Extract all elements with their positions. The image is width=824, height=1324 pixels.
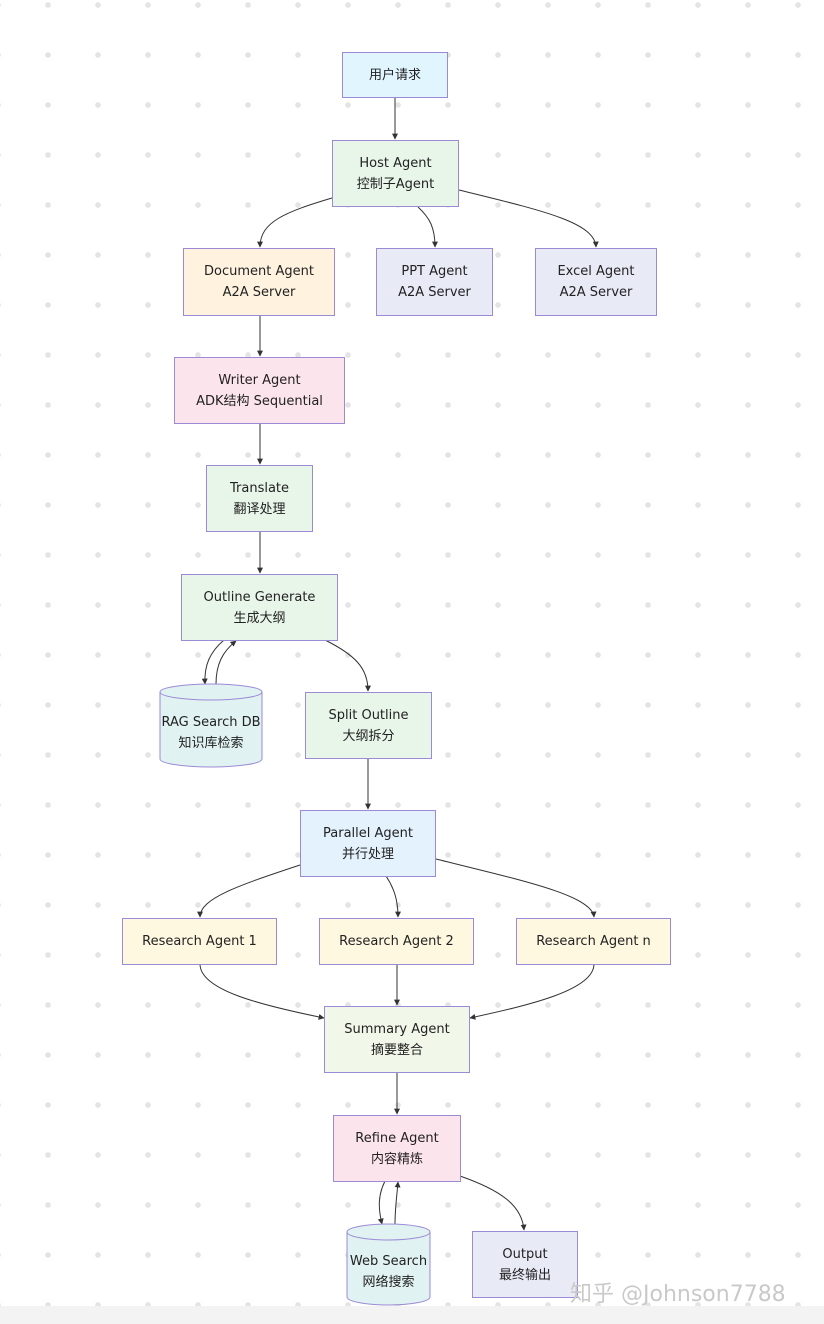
node-document-agent-line2: A2A Server bbox=[222, 285, 296, 300]
node-split-outline-line2: 大纲拆分 bbox=[342, 728, 395, 744]
node-refine-agent-line1: Refine Agent bbox=[355, 1130, 439, 1146]
node-web-search-line2: 网络搜索 bbox=[362, 1274, 415, 1290]
node-rag-search-db-label: RAG Search DB 知识库检索 bbox=[159, 705, 263, 760]
node-web-search-label: Web Search 网络搜索 bbox=[346, 1245, 431, 1298]
node-rag-search-db-line1: RAG Search DB bbox=[161, 714, 261, 730]
edge-host-to-ppt bbox=[417, 206, 438, 248]
bottom-strip bbox=[0, 1306, 824, 1324]
node-document-agent: Document Agent A2A Server bbox=[183, 248, 335, 316]
edge-host-to-document bbox=[257, 197, 333, 248]
node-summary-agent-line2: 摘要整合 bbox=[370, 1042, 423, 1058]
node-refine-agent: Refine Agent 内容精炼 bbox=[333, 1115, 461, 1182]
node-ppt-agent-line2: A2A Server bbox=[398, 285, 471, 300]
edge-parallel-to-researchn bbox=[435, 858, 597, 918]
node-translate-line2: 翻译处理 bbox=[233, 501, 286, 517]
node-research-agent-2: Research Agent 2 bbox=[319, 918, 474, 965]
node-research-agent-n: Research Agent n bbox=[516, 918, 671, 965]
node-document-agent-line1: Document Agent bbox=[204, 264, 314, 279]
node-excel-agent-line2: A2A Server bbox=[559, 285, 633, 300]
edge-host-to-excel bbox=[458, 189, 599, 248]
node-outline-generate: Outline Generate 生成大纲 bbox=[181, 574, 338, 641]
edge-outline-to-rag bbox=[201, 639, 225, 685]
node-excel-agent: Excel Agent A2A Server bbox=[535, 248, 657, 316]
edge-web-to-refine bbox=[394, 1181, 401, 1225]
node-parallel-agent: Parallel Agent 并行处理 bbox=[300, 810, 436, 877]
watermark-text: 知乎 @Johnson7788 bbox=[570, 1282, 786, 1307]
node-host-agent-line1: Host Agent bbox=[359, 155, 432, 171]
node-parallel-agent-line1: Parallel Agent bbox=[323, 825, 413, 841]
node-web-search-line1: Web Search bbox=[349, 1253, 428, 1269]
node-outline-generate-line1: Outline Generate bbox=[203, 589, 316, 605]
node-ppt-agent-line1: PPT Agent bbox=[401, 264, 468, 279]
node-user-request-line1: 用户请求 bbox=[368, 67, 421, 83]
node-rag-search-db: RAG Search DB 知识库检索 bbox=[159, 683, 263, 768]
node-writer-agent-line1: Writer Agent bbox=[218, 372, 301, 388]
edge-outline-to-split bbox=[324, 639, 371, 692]
node-translate: Translate 翻译处理 bbox=[206, 465, 313, 532]
node-translate-line1: Translate bbox=[229, 480, 290, 496]
edge-refine-to-output bbox=[459, 1175, 527, 1231]
node-research-agent-1-line1: Research Agent 1 bbox=[142, 934, 257, 949]
edge-parallel-to-research1 bbox=[197, 864, 301, 918]
database-cylinder-icon bbox=[159, 683, 263, 768]
node-outline-generate-line2: 生成大纲 bbox=[233, 610, 286, 626]
node-output: Output 最终输出 bbox=[472, 1231, 578, 1298]
node-refine-agent-line2: 内容精炼 bbox=[370, 1151, 423, 1167]
node-summary-agent-line1: Summary Agent bbox=[344, 1021, 450, 1037]
node-user-request: 用户请求 bbox=[342, 52, 448, 98]
node-ppt-agent: PPT Agent A2A Server bbox=[376, 248, 493, 316]
node-split-outline-line1: Split Outline bbox=[328, 707, 409, 723]
edge-research1-to-summary bbox=[199, 963, 325, 1020]
node-split-outline: Split Outline 大纲拆分 bbox=[305, 692, 432, 759]
node-writer-agent-line2: ADK结构 Sequential bbox=[196, 393, 323, 409]
node-parallel-agent-line2: 并行处理 bbox=[341, 846, 394, 862]
edge-refine-to-web bbox=[377, 1180, 386, 1225]
node-summary-agent: Summary Agent 摘要整合 bbox=[324, 1006, 470, 1073]
node-host-agent: Host Agent 控制子Agent bbox=[332, 140, 459, 207]
node-rag-search-db-line2: 知识库检索 bbox=[178, 735, 244, 751]
node-research-agent-n-line1: Research Agent n bbox=[536, 934, 651, 949]
node-excel-agent-line1: Excel Agent bbox=[557, 264, 635, 279]
edge-researchn-to-summary bbox=[469, 963, 595, 1020]
database-cylinder-icon bbox=[346, 1223, 431, 1306]
node-writer-agent: Writer Agent ADK结构 Sequential bbox=[174, 357, 345, 424]
edge-parallel-to-research2 bbox=[385, 875, 401, 918]
node-output-line1: Output bbox=[502, 1246, 548, 1262]
node-research-agent-2-line1: Research Agent 2 bbox=[339, 934, 454, 949]
node-web-search: Web Search 网络搜索 bbox=[346, 1223, 431, 1306]
node-output-line2: 最终输出 bbox=[498, 1267, 551, 1283]
node-research-agent-1: Research Agent 1 bbox=[122, 918, 277, 965]
edge-rag-to-outline bbox=[215, 640, 237, 685]
node-host-agent-line2: 控制子Agent bbox=[356, 176, 435, 192]
